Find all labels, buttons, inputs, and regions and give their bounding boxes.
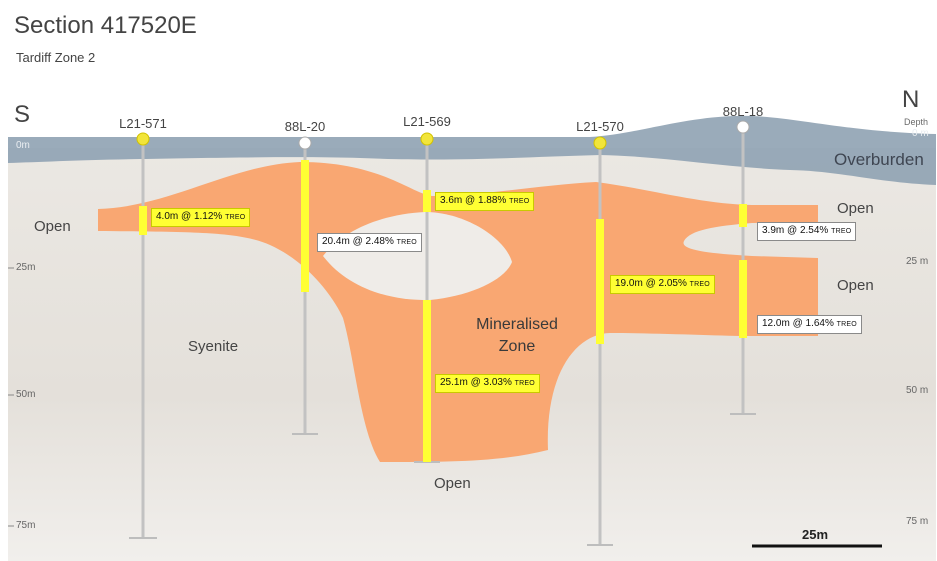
scale-bar-label: 25m bbox=[802, 527, 829, 542]
depth-left-0: 0m bbox=[16, 140, 30, 151]
intercept-label-L21-569-lower: 25.1m @ 3.03% TREO bbox=[435, 374, 540, 393]
syenite-label: Syenite bbox=[188, 338, 239, 355]
mineralised-zone bbox=[98, 162, 818, 462]
depth-right-75: 75 m bbox=[906, 516, 929, 527]
depth-left-25: 25m bbox=[16, 262, 36, 273]
depth-right-25: 25 m bbox=[906, 256, 929, 267]
intercept-label-88L-18-lower: 12.0m @ 1.64% TREO bbox=[757, 315, 862, 334]
intercept-label-L21-570: 19.0m @ 2.05% TREO bbox=[610, 275, 715, 294]
mineralised-zone-label-line1: Mineralised bbox=[476, 316, 558, 333]
direction-south: S bbox=[14, 101, 31, 128]
drill-hole-L21-571 bbox=[129, 132, 157, 539]
depth-left-50: 50m bbox=[16, 389, 36, 400]
intercept-label-88L-18-upper: 3.9m @ 2.54% TREO bbox=[757, 222, 857, 241]
depth-right-0: 0 m bbox=[912, 128, 929, 139]
mineralised-zone-label-line2: Zone bbox=[498, 338, 536, 355]
hole-label-88L-20: 88L-20 bbox=[284, 119, 326, 134]
drill-hole-L21-569 bbox=[414, 132, 440, 463]
open-label-north-lower: Open bbox=[837, 277, 874, 294]
drill-hole-88L-18 bbox=[730, 120, 756, 415]
depth-ticks bbox=[8, 267, 14, 527]
hole-label-L21-571: L21-571 bbox=[119, 116, 167, 131]
open-label-west: Open bbox=[34, 218, 71, 235]
depth-right-50: 50 m bbox=[906, 385, 929, 396]
intercept-label-L21-571: 4.0m @ 1.12% TREO bbox=[151, 208, 251, 227]
open-label-north-upper: Open bbox=[837, 200, 874, 217]
overburden-layer bbox=[8, 115, 936, 185]
depth-header: Depth bbox=[904, 117, 929, 127]
open-label-bottom: Open bbox=[434, 475, 471, 492]
section-title: Section 417520E bbox=[14, 12, 197, 39]
drill-hole-88L-20 bbox=[292, 136, 318, 435]
overburden-label: Overburden bbox=[834, 150, 924, 169]
hole-label-88L-18: 88L-18 bbox=[722, 104, 764, 119]
direction-north: N bbox=[902, 86, 920, 113]
drill-hole-L21-570 bbox=[587, 136, 613, 546]
intercept-label-88L-20: 20.4m @ 2.48% TREO bbox=[317, 233, 422, 252]
hole-label-L21-569: L21-569 bbox=[403, 114, 451, 129]
intercept-label-L21-569-upper: 3.6m @ 1.88% TREO bbox=[435, 192, 535, 211]
hole-label-L21-570: L21-570 bbox=[576, 119, 624, 134]
depth-left-75: 75m bbox=[16, 520, 36, 531]
section-subtitle: Tardiff Zone 2 bbox=[16, 50, 96, 65]
mineralised-zone-label: Mineralised Zone bbox=[462, 314, 572, 358]
